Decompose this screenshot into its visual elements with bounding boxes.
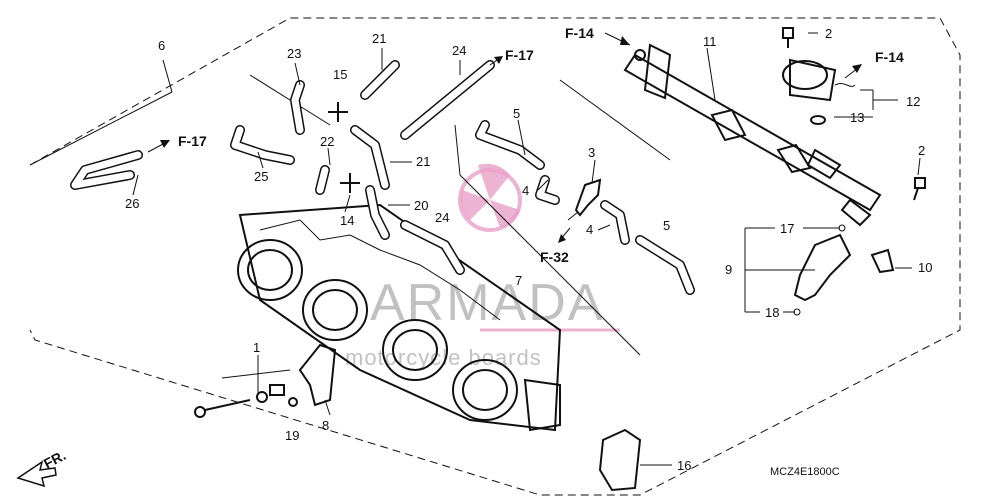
label-21a: 21 <box>372 31 386 46</box>
label-24a: 24 <box>452 43 466 58</box>
label-26: 26 <box>125 196 139 211</box>
label-11: 11 <box>703 34 717 49</box>
label-17: 17 <box>780 221 794 236</box>
bolt-19 <box>288 397 298 407</box>
label-16: 16 <box>677 458 691 473</box>
ref-arrows <box>147 32 862 243</box>
label-6: 6 <box>158 38 165 53</box>
joint-15 <box>328 102 348 122</box>
label-18: 18 <box>765 305 779 320</box>
joint-14 <box>340 173 360 193</box>
watermark-title: ARMADA <box>370 274 604 332</box>
label-5b: 5 <box>663 218 670 233</box>
label-19: 19 <box>285 428 299 443</box>
joint-3 <box>574 178 602 217</box>
figure-code: MCZ4E1800C <box>770 466 840 478</box>
label-2b: 2 <box>918 143 925 158</box>
label-9: 9 <box>725 262 732 277</box>
watermark-subtitle: motorcycle boards <box>345 345 542 370</box>
label-15: 15 <box>333 67 347 82</box>
hoses <box>70 60 695 295</box>
screw-set <box>194 384 285 418</box>
label-3: 3 <box>588 145 595 160</box>
label-13: 13 <box>850 110 864 125</box>
label-1: 1 <box>253 340 260 355</box>
label-12: 12 <box>906 94 920 109</box>
label-14: 14 <box>340 213 354 228</box>
ref-f17-top: F-17 <box>505 47 534 63</box>
label-20: 20 <box>414 198 428 213</box>
bolt-right <box>913 177 926 201</box>
front-marker: FR. <box>41 447 68 472</box>
bolt-top <box>782 27 794 48</box>
leader-lines <box>29 32 921 466</box>
label-7: 7 <box>515 273 522 288</box>
label-4b: 4 <box>586 222 593 237</box>
ref-f14-top: F-14 <box>565 25 594 41</box>
coupler-cover <box>598 428 642 492</box>
watermark: ARMADA motorcycle boards <box>345 163 620 370</box>
label-5a: 5 <box>513 106 520 121</box>
label-25: 25 <box>254 169 268 184</box>
fuel-rail <box>623 43 882 227</box>
front-arrow-icon <box>16 460 57 488</box>
label-2a: 2 <box>825 26 832 41</box>
pressure-regulator <box>782 58 856 125</box>
label-23: 23 <box>287 46 301 61</box>
injector-clip <box>870 248 895 274</box>
label-24b: 24 <box>435 210 449 225</box>
label-8: 8 <box>322 418 329 433</box>
label-10: 10 <box>918 260 932 275</box>
label-22: 22 <box>320 134 334 149</box>
section-refs: F-14 F-14 F-17 F-17 F-32 <box>178 25 904 265</box>
label-4a: 4 <box>522 183 529 198</box>
ref-f14-right: F-14 <box>875 49 904 65</box>
ref-f32: F-32 <box>540 249 569 265</box>
part-labels: 1 2 2 3 4 4 5 5 6 7 8 9 10 11 12 13 14 1… <box>125 26 932 473</box>
label-21b: 21 <box>416 154 430 169</box>
bracket <box>298 343 337 407</box>
ref-f17-left: F-17 <box>178 133 207 149</box>
